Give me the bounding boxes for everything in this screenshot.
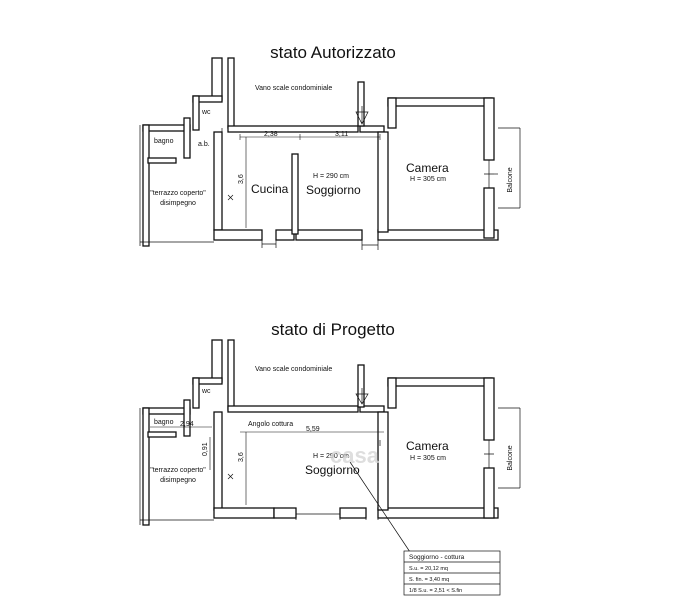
wall-segment	[142, 407, 191, 415]
plan-autorizzato: stato Autorizzato	[139, 43, 521, 250]
room-label-soggiorno: Soggiorno	[306, 183, 361, 197]
room-height-soggiorno: H = 290 cm	[313, 173, 349, 180]
wall-segment	[183, 117, 191, 159]
wall-segment	[377, 131, 389, 233]
wall-segment	[483, 377, 495, 441]
wall-segment	[387, 377, 397, 409]
plan-title: stato di Progetto	[271, 320, 395, 339]
wall-segment	[387, 97, 397, 129]
wall-segment	[192, 377, 200, 409]
plan-progetto: stato di Progetto	[139, 320, 521, 553]
wall-segment	[147, 157, 177, 164]
room-label-ab: a.b.	[198, 141, 210, 148]
wall-segment	[213, 411, 223, 511]
dimension-label: 0,91	[202, 442, 209, 456]
wall-segment	[273, 507, 297, 519]
dimension-label: 3,11	[335, 131, 348, 138]
wall-segment	[377, 507, 499, 519]
dimension-lines	[150, 426, 384, 505]
room-height-camera: H = 305 cm	[410, 176, 446, 183]
wall-segment	[192, 95, 200, 131]
dimension-label: 2,94	[180, 421, 194, 428]
room-label-balcone: Balcone	[507, 167, 514, 192]
wall-segment	[211, 57, 223, 101]
wall-segment	[147, 431, 177, 438]
wall-segment	[227, 125, 359, 133]
wall-segment	[275, 229, 295, 241]
wall-segment	[483, 97, 495, 161]
wall-segment	[142, 124, 150, 247]
surface-table: Soggiorno - cottura S.u. = 20,12 mq S. f…	[403, 550, 501, 596]
room-label-soggiorno: Soggiorno	[305, 463, 360, 477]
wall-segment	[339, 507, 367, 519]
wall-segment	[227, 405, 359, 413]
dimension-lines	[239, 134, 381, 228]
plan-title: stato Autorizzato	[270, 43, 396, 62]
wall-segment	[227, 57, 235, 129]
wall-segment	[377, 411, 389, 511]
dimension-label: 3,6	[238, 174, 245, 184]
interior-lines	[139, 70, 521, 250]
wall-segment	[183, 399, 191, 437]
walls	[142, 57, 499, 247]
wall-segment	[213, 131, 223, 231]
dimension-label: 3,6	[238, 452, 245, 462]
room-label-bagno: bagno	[154, 138, 174, 145]
room-label-terrazzo: "terrazzo coperto"	[150, 467, 206, 474]
wall-segment	[387, 377, 493, 387]
room-label-stair: Vano scale condominiale	[255, 366, 332, 373]
watermark-text: casa	[330, 443, 380, 468]
table-row: S.u. = 20,12 mq	[409, 566, 448, 572]
room-label-terrazzo: "terrazzo coperto"	[150, 190, 206, 197]
wall-segment	[377, 229, 499, 241]
table-row: S. fin. = 3,40 mq	[409, 577, 449, 583]
wall-segment	[357, 81, 365, 127]
wall-segment	[483, 467, 495, 519]
room-label-wc: wc	[201, 109, 211, 116]
wall-segment	[357, 364, 365, 408]
interior-lines	[139, 352, 521, 553]
wall-segment	[227, 339, 235, 411]
room-label-bagno: bagno	[154, 419, 174, 426]
table-title: Soggiorno - cottura	[409, 554, 465, 561]
wall-segment	[359, 125, 385, 133]
dimension-label: 5,59	[306, 426, 320, 433]
wall-segment	[483, 187, 495, 239]
room-label-camera: Camera	[406, 161, 449, 175]
wall-segment	[295, 229, 363, 241]
wall-segment	[213, 507, 275, 519]
room-height-camera: H = 305 cm	[410, 455, 446, 462]
dimension-label: 2,38	[264, 131, 278, 138]
wall-segment	[387, 97, 493, 107]
wall-segment	[291, 153, 299, 235]
wall-segment	[142, 407, 150, 526]
wall-segment	[359, 405, 385, 413]
room-label-camera: Camera	[406, 439, 449, 453]
room-label-disimpegno: disimpegno	[160, 477, 196, 484]
room-label-stair: Vano scale condominiale	[255, 85, 332, 92]
wall-segment	[211, 339, 223, 383]
wall-segment	[142, 124, 191, 132]
room-label-balcone: Balcone	[507, 445, 514, 470]
room-label-disimpegno: disimpegno	[160, 200, 196, 207]
room-label-angolo-cottura: Angolo cottura	[248, 421, 293, 428]
wall-segment	[213, 229, 263, 241]
room-height-soggiorno: H = 290 cm	[313, 453, 349, 460]
table-row: 1/8 S.u. = 2,51 < S.fin	[409, 588, 462, 594]
room-label-wc: wc	[201, 388, 211, 395]
walls	[142, 339, 499, 526]
room-label-cucina: Cucina	[251, 182, 289, 196]
